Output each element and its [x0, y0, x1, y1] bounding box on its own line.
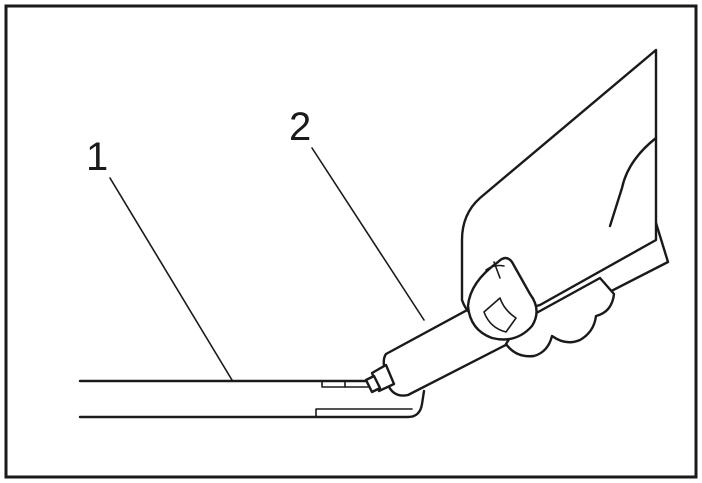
panel-workpiece [78, 379, 426, 419]
callout-label-1: 1 [86, 135, 108, 179]
leader-line-1 [109, 177, 233, 381]
callout-label-2: 2 [289, 105, 311, 149]
leader-line-2 [311, 147, 425, 321]
hand [460, 48, 658, 358]
